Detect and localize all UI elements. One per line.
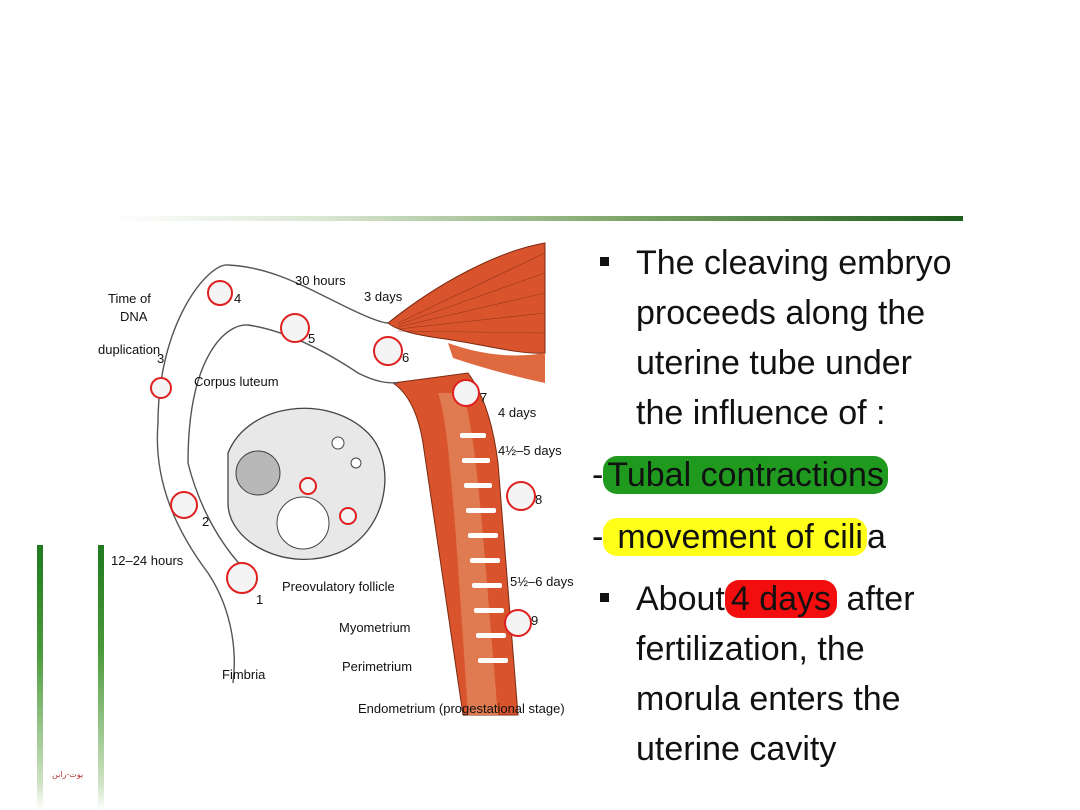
bullet-line: proceeds along the	[636, 294, 926, 332]
label-fimbria: Fimbria	[222, 667, 266, 682]
footer-note: يوت-رابن	[52, 770, 84, 779]
label-time-dna: Time of	[108, 291, 151, 306]
highlight-4-days: 4 days	[724, 580, 838, 618]
bullet-line: uterine cavity	[636, 730, 837, 768]
dash-prefix: -	[592, 518, 604, 556]
stage-1: 1	[256, 592, 263, 607]
label-4-days: 4 days	[498, 405, 537, 420]
bullet-line: morula enters the	[636, 680, 901, 718]
bullet-line: uterine tube under	[636, 344, 912, 382]
bullet-line: fertilization, the	[636, 630, 865, 668]
bullet-line: The cleaving embryo	[636, 244, 952, 282]
stage-6: 6	[402, 350, 409, 365]
embryo-transport-diagram: Time of DNA duplication 30 hours 3 days …	[98, 242, 574, 716]
label-30-hours: 30 hours	[295, 273, 346, 288]
label-12-24-hours: 12–24 hours	[111, 553, 184, 568]
stage-5: 5	[308, 331, 315, 346]
slide-text: The cleaving embryo proceeds along the u…	[592, 238, 1062, 774]
left-accent-bar	[37, 545, 43, 810]
top-divider	[110, 216, 963, 221]
stage-8: 8	[535, 492, 542, 507]
highlight-tubal-contractions: Tubal contractions	[603, 456, 888, 494]
label-endometrium: Endometrium (progestational stage)	[358, 701, 565, 716]
label-duplication: duplication	[98, 342, 160, 357]
dash-item-tubal: -Tubal contractions	[592, 450, 1062, 500]
highlight-movement-cilia: movement of cili	[603, 518, 867, 556]
label-perimetrium: Perimetrium	[342, 659, 412, 674]
left-accent-bar-inner	[98, 545, 104, 810]
bullet-marker	[600, 593, 609, 602]
text-about: About	[636, 580, 725, 618]
label-4-5-days: 4½–5 days	[498, 443, 562, 458]
stage-3: 3	[157, 351, 164, 366]
label-corpus-luteum: Corpus luteum	[194, 374, 279, 389]
label-preovulatory: Preovulatory follicle	[282, 579, 395, 594]
dash-prefix: -	[592, 456, 604, 494]
bullet-cleaving-embryo: The cleaving embryo proceeds along the u…	[592, 238, 1062, 438]
label-dna: DNA	[120, 309, 148, 324]
stage-7: 7	[480, 390, 487, 405]
text-after: after	[846, 580, 915, 618]
bullet-line: the influence of :	[636, 394, 886, 432]
label-myometrium: Myometrium	[339, 620, 411, 635]
stage-9: 9	[531, 613, 538, 628]
label-3-days: 3 days	[364, 289, 403, 304]
stage-2: 2	[202, 514, 209, 529]
bullet-marker	[600, 257, 609, 266]
stage-4: 4	[234, 291, 241, 306]
dash-tail: a	[866, 518, 886, 556]
label-5-6-days: 5½–6 days	[510, 574, 574, 589]
